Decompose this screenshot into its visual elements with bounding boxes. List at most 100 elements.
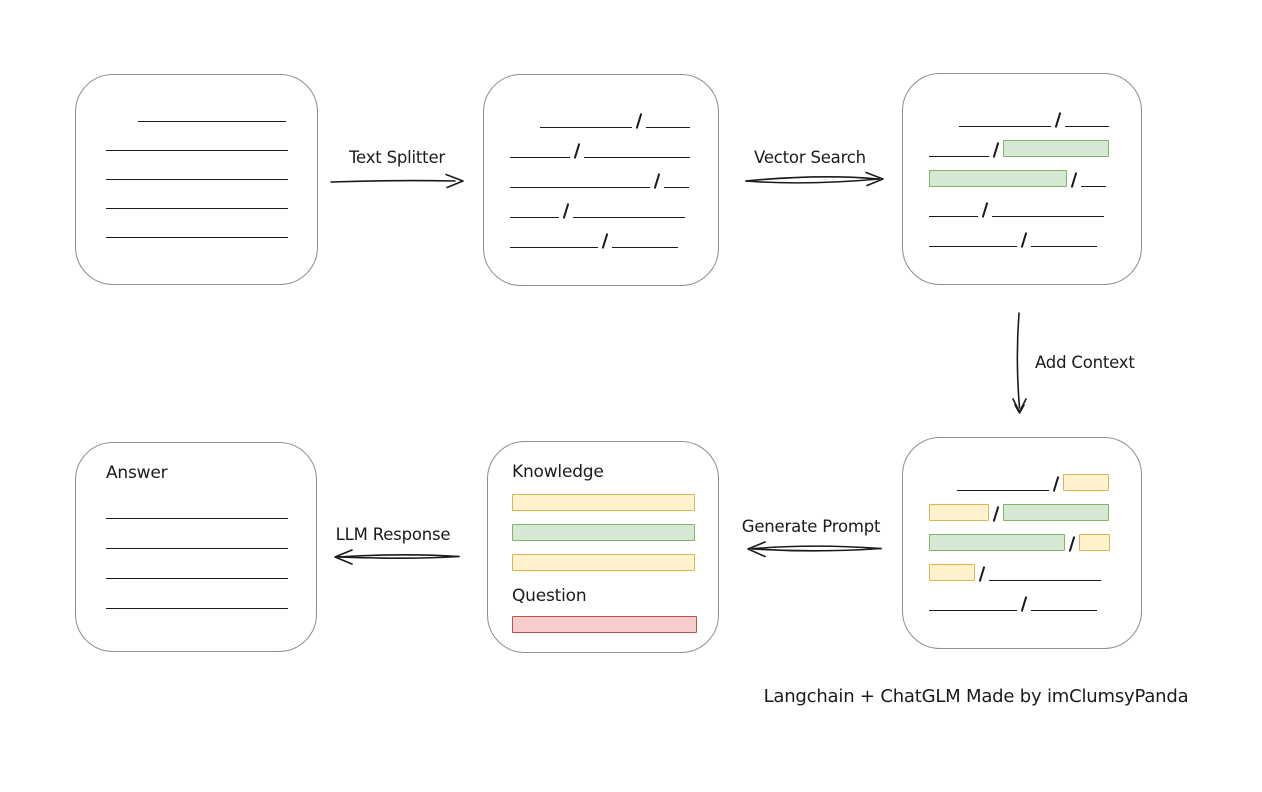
text-line [957, 490, 1049, 491]
answer-label: Answer [106, 463, 168, 483]
vector-search-arrow [745, 171, 884, 187]
text-line [584, 157, 690, 158]
text-line [106, 608, 288, 609]
vector-search-result-node [902, 73, 1142, 285]
chunk-row [510, 200, 718, 219]
slash-separator [653, 173, 661, 189]
question-label: Question [512, 586, 587, 606]
text-line [929, 246, 1017, 247]
add-context-arrow [1012, 312, 1027, 414]
green-chunk [929, 170, 1067, 187]
green-chunk [929, 534, 1065, 551]
yellow-chunk [1079, 534, 1110, 551]
chunk-row [510, 170, 718, 189]
knowledge-bars [512, 493, 718, 571]
slash-separator [1052, 476, 1060, 492]
chunk-row [106, 547, 316, 549]
yellow-chunk [512, 494, 695, 511]
chunk-row [929, 533, 1141, 552]
green-chunk [1003, 504, 1109, 521]
text-splitter-label: Text Splitter [348, 148, 445, 167]
chunk-row [106, 517, 316, 519]
chunk-row [929, 139, 1141, 158]
chunk-row [106, 607, 316, 609]
text-line [510, 187, 650, 188]
chunk-row [929, 229, 1141, 248]
text-line [989, 580, 1101, 581]
text-line [664, 187, 689, 188]
text-line [929, 610, 1017, 611]
text-line [106, 578, 288, 579]
text-line [106, 237, 288, 238]
chunk-row [929, 473, 1141, 492]
chunk-row [106, 120, 317, 122]
split-chunk-rows [484, 75, 718, 249]
slash-separator [1020, 232, 1028, 248]
split-text-node [483, 74, 719, 286]
chunk-row [929, 109, 1141, 128]
chunk-row [929, 593, 1141, 612]
llm-response-label: LLM Response [335, 525, 451, 544]
chunk-row [512, 615, 718, 633]
chunk-row [106, 149, 317, 151]
slash-separator [992, 506, 1000, 522]
generate-prompt-arrow [747, 541, 882, 558]
slash-separator [562, 203, 570, 219]
slash-separator [601, 233, 609, 249]
chunk-row [929, 199, 1141, 218]
text-line [510, 247, 598, 248]
text-line [1031, 246, 1097, 247]
slash-separator [573, 143, 581, 159]
red-chunk [512, 616, 697, 633]
text-line [959, 126, 1051, 127]
credit-text: Langchain + ChatGLM Made by imClumsyPand… [763, 686, 1189, 707]
context-chunk-rows [903, 438, 1141, 612]
text-line [106, 179, 288, 180]
knowledge-label: Knowledge [512, 462, 604, 482]
slash-separator [1068, 536, 1076, 552]
chunk-row [512, 493, 718, 511]
slash-separator [978, 566, 986, 582]
text-splitter-arrow [330, 173, 464, 189]
context-node [902, 437, 1142, 649]
text-line [929, 156, 989, 157]
text-line [540, 127, 632, 128]
text-line [646, 127, 690, 128]
text-line [106, 208, 288, 209]
chunk-row [106, 178, 317, 180]
text-line [929, 216, 978, 217]
chunk-row [929, 563, 1141, 582]
text-line [573, 217, 685, 218]
chunk-row [510, 140, 718, 159]
slash-separator [1054, 112, 1062, 128]
text-line [106, 548, 288, 549]
yellow-chunk [1063, 474, 1109, 491]
chunk-row [929, 503, 1141, 522]
vector-result-rows [903, 74, 1141, 248]
slash-separator [1070, 172, 1078, 188]
source-document-node [75, 74, 318, 285]
yellow-chunk [512, 554, 695, 571]
green-chunk [1003, 140, 1109, 157]
yellow-chunk [929, 564, 975, 581]
slash-separator [981, 202, 989, 218]
prompt-node: Knowledge Question [487, 441, 719, 653]
text-line [1065, 126, 1109, 127]
text-line [510, 157, 570, 158]
slash-separator [1020, 596, 1028, 612]
chunk-row [510, 110, 718, 129]
answer-node: Answer [75, 442, 317, 652]
text-line [1031, 610, 1097, 611]
vector-search-label: Vector Search [754, 148, 866, 167]
green-chunk [512, 524, 695, 541]
text-line [106, 150, 288, 151]
text-line [138, 121, 286, 122]
slash-separator [992, 142, 1000, 158]
llm-response-arrow [334, 549, 460, 565]
text-line [106, 518, 288, 519]
chunk-row [512, 553, 718, 571]
text-line [992, 216, 1104, 217]
yellow-chunk [929, 504, 989, 521]
answer-lines [106, 517, 316, 609]
